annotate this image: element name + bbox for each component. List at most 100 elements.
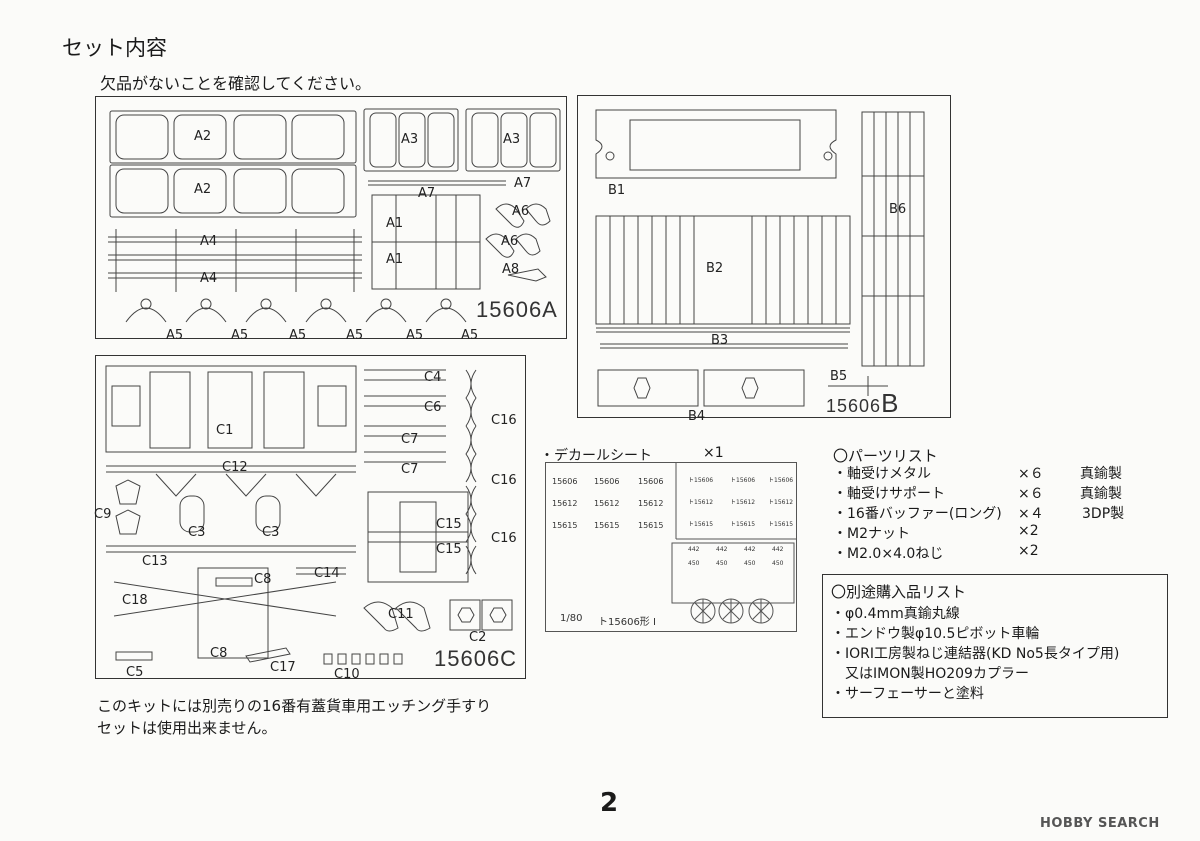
decal-number: 442 [716,546,728,553]
part-label: C16 [491,531,517,546]
extra-list-item: ・IORI工房製ねじ連結器(KD No5長タイプ用) [831,646,1120,662]
part-label: A3 [503,132,521,147]
sheet-code-number: 15606 [826,396,882,416]
part-label: C14 [314,566,340,581]
part-label: A5 [406,328,424,343]
part-label: A8 [502,262,520,277]
parts-list-item: ・軸受けサポート [833,483,945,503]
part-label: C2 [469,630,487,645]
part-label: A2 [194,182,212,197]
part-label: A4 [200,271,218,286]
part-label: A5 [461,328,479,343]
part-label: B1 [608,183,626,198]
part-qty: ×2 [1018,523,1039,539]
part-name: ・軸受けメタル [833,466,931,482]
part-label: C10 [334,667,360,682]
part-label: C7 [401,462,419,477]
decal-small: ト15615 [730,521,756,528]
part-label: C16 [491,413,517,428]
decal-name: ト15606形 I [598,617,656,628]
part-qty: ×６ [1018,486,1044,502]
part-name: ・M2ナット [833,526,910,542]
part-label: A7 [418,186,436,201]
decal-number: 15615 [552,521,578,530]
part-label: B5 [830,369,848,384]
decal-sheet: 15606 15606 15606 15612 15612 15612 1561… [545,462,797,632]
decal-small: ト15612 [688,499,714,506]
etching-sheet-b: B1 B6 B2 B3 B5 B4 15606B [577,95,951,423]
compatibility-note: このキットには別売りの16番有蓋貨車用エッチング手すり セットは使用出来ません。 [97,695,491,739]
part-label: C8 [210,646,228,661]
watermark-logo: HOBBY SEARCH [1040,816,1160,831]
extra-list-title: 〇別途購入品リスト [831,583,967,601]
part-label: A5 [346,328,364,343]
decal-small: ト15606 [730,477,756,484]
decal-number: 15612 [594,499,620,508]
part-label: C16 [491,473,517,488]
part-label: A5 [231,328,249,343]
part-label: C18 [122,593,148,608]
decal-small: ト15612 [730,499,756,506]
part-name: ・M2.0×4.0ねじ [833,546,944,562]
sheet-code: 15606B [826,388,899,419]
part-label: C1 [216,423,234,438]
parts-list-item: ・M2ナット [833,523,910,543]
decal-number: 442 [688,546,700,553]
sheet-code-letter: B [881,388,900,418]
decal-number: 15612 [638,499,664,508]
part-label: B4 [688,409,706,424]
part-label: B3 [711,333,729,348]
part-name: ・軸受けサポート [833,486,945,502]
page-title: セット内容 [62,36,167,60]
etching-sheet-a: A2 A2 A3 A3 A7 A7 A1 A1 A6 A6 A8 A4 A4 A… [95,96,567,343]
decal-small: ト15606 [768,477,794,484]
sheet-c-drawing [105,365,513,665]
part-qty: ×６ [1018,466,1044,482]
decal-qty: ×1 [703,445,724,461]
parts-list-item: ・M2.0×4.0ねじ [833,543,943,563]
decal-number: 15612 [552,499,578,508]
part-label: A7 [514,176,532,191]
decal-number: 15606 [552,477,578,486]
decal-number: 450 [716,560,728,567]
part-label: C3 [188,525,206,540]
decal-small: ト15615 [768,521,794,528]
decal-small: ト15615 [688,521,714,528]
decal-number: 15606 [638,477,664,486]
etching-sheet-c: C4 C6 C16 C7 C7 C16 C1 C12 C9 C3 C3 C15 … [94,355,526,682]
decal-number: 15606 [594,477,620,486]
decal-number: 450 [688,560,700,567]
extra-list-item: ・エンドウ製φ10.5ピボット車輪 [831,626,1040,642]
decal-small: ト15606 [688,477,714,484]
page-number: 2 [600,788,619,818]
decal-scale: 1/80 [560,613,583,624]
decal-number: 450 [772,560,784,567]
part-label: C5 [126,665,144,680]
part-label: A6 [512,204,530,219]
part-label: C17 [270,660,296,675]
decal-number: 442 [772,546,784,553]
part-qty: ×４ [1018,506,1044,522]
part-label: A1 [386,252,404,267]
part-label: C3 [262,525,280,540]
extra-list-item: ・サーフェーサーと塗料 [831,686,984,702]
part-label: C8 [254,572,272,587]
part-material: 真鍮製 [1080,486,1122,502]
part-label: A5 [166,328,184,343]
part-label: C11 [388,607,414,622]
parts-list-item: ・軸受けメタル [833,463,931,483]
part-qty: ×2 [1018,543,1039,559]
part-label: C7 [401,432,419,447]
note-line: このキットには別売りの16番有蓋貨車用エッチング手すり [97,697,492,715]
part-label: B6 [889,202,907,217]
parts-list-item: ・16番バッファー(ロング) [833,503,1002,523]
decal-number: 450 [744,560,756,567]
decal-number: 15615 [594,521,620,530]
extra-list-item: 又はIMON製HO209カプラー [831,666,1029,682]
part-material: 真鍮製 [1080,466,1122,482]
part-label: C4 [424,370,442,385]
part-label: A3 [401,132,419,147]
page-subtitle: 欠品がないことを確認してください。 [100,74,372,93]
part-label: C9 [94,507,112,522]
part-label: C15 [436,542,462,557]
